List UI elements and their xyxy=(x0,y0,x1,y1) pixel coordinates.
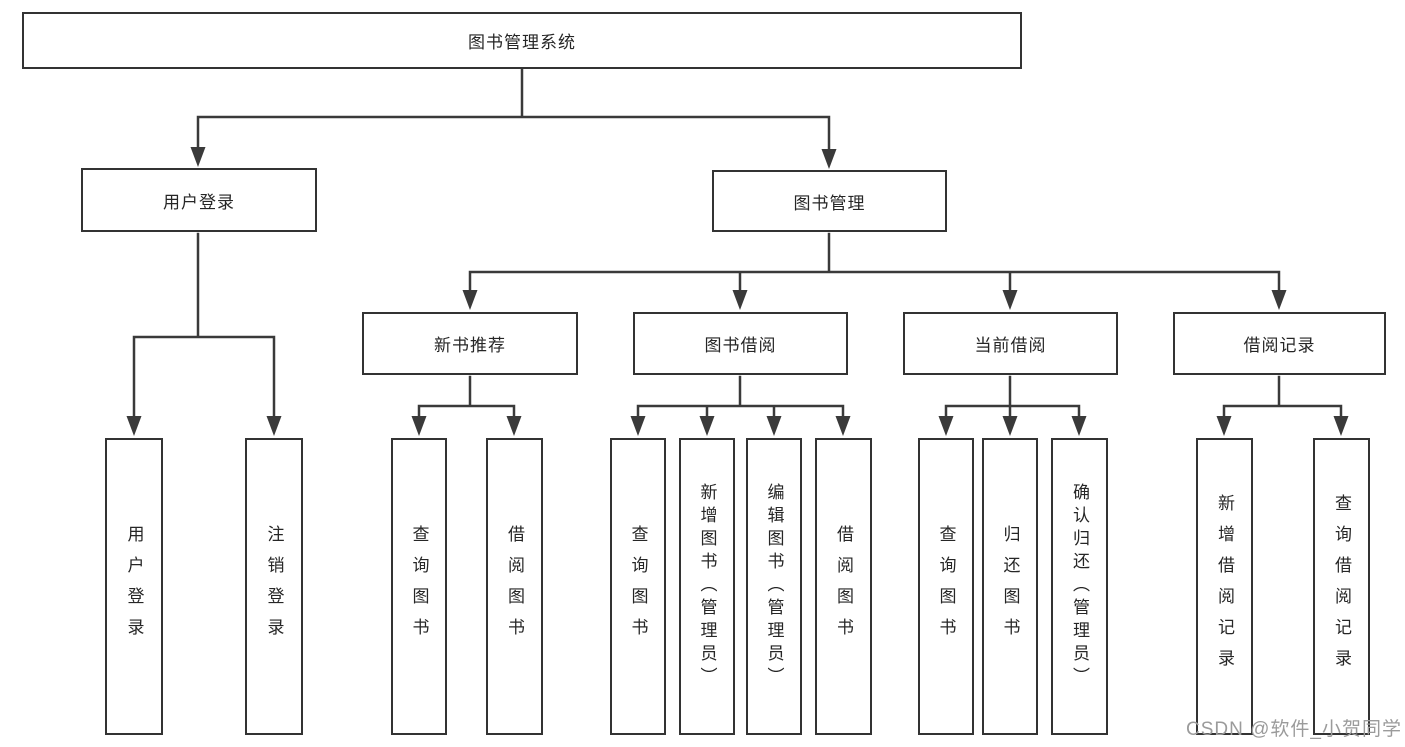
leaf-label: 新增借阅记录 xyxy=(1215,493,1234,680)
node-label: 用户登录 xyxy=(163,192,235,212)
leaf-cb-query-books: 查询图书 xyxy=(918,438,974,735)
leaf-logout: 注销登录 xyxy=(245,438,303,735)
arrowhead-down xyxy=(732,290,748,310)
node-label: 新书推荐 xyxy=(434,336,506,355)
arrowhead-down xyxy=(1271,290,1287,310)
leaf-cb-confirm-return-admin: 确认归还（管理员） xyxy=(1051,438,1108,735)
leaf-label: 新增图书（管理员） xyxy=(697,483,717,690)
leaf-label: 注销登录 xyxy=(264,524,284,649)
node-label: 图书借阅 xyxy=(704,336,777,355)
node-label: 图书管理系统 xyxy=(468,33,576,52)
arrowhead-down xyxy=(506,416,522,436)
leaf-nbr-borrow-books: 借阅图书 xyxy=(486,438,543,735)
leaf-user-login: 用户登录 xyxy=(105,438,163,735)
node-label: 借阅记录 xyxy=(1243,336,1316,355)
arrowhead-down xyxy=(1002,290,1018,310)
connector-user-login-to-leaves xyxy=(132,232,276,420)
leaf-label: 借阅图书 xyxy=(505,524,524,649)
node-new-book-recommendation: 新书推荐 xyxy=(362,312,578,375)
node-label: 图书管理 xyxy=(793,193,866,213)
arrowhead-down xyxy=(190,147,206,167)
arrowhead-down xyxy=(766,416,782,436)
node-label: 当前借阅 xyxy=(974,336,1047,355)
node-current-borrowing: 当前借阅 xyxy=(903,312,1118,375)
arrowhead-down xyxy=(821,149,837,169)
leaf-br-query-record: 查询借阅记录 xyxy=(1313,438,1370,735)
node-book-borrowing: 图书借阅 xyxy=(633,312,848,375)
arrowhead-down xyxy=(126,416,142,436)
connector-current-borrowing-to-leaves xyxy=(944,375,1081,420)
arrowhead-down xyxy=(1002,416,1018,436)
connector-borrowing-records-to-leaves xyxy=(1222,375,1343,420)
leaf-label: 借阅图书 xyxy=(834,524,853,649)
node-user-login: 用户登录 xyxy=(81,168,317,232)
leaf-label: 查询借阅记录 xyxy=(1332,493,1351,680)
arrowhead-down xyxy=(1216,416,1232,436)
leaf-label: 编辑图书（管理员） xyxy=(764,483,784,690)
leaf-label: 确认归还（管理员） xyxy=(1070,483,1089,690)
watermark: CSDN @软件_小贺同学 xyxy=(1186,719,1402,740)
leaf-bb-edit-books-admin: 编辑图书（管理员） xyxy=(746,438,802,735)
leaf-br-add-record: 新增借阅记录 xyxy=(1196,438,1253,735)
connector-root-to-level2 xyxy=(196,67,831,154)
leaf-label: 查询图书 xyxy=(628,524,648,649)
leaf-bb-borrow-books: 借阅图书 xyxy=(815,438,872,735)
connector-book-mgmt-to-level3 xyxy=(468,232,1281,294)
leaf-label: 查询图书 xyxy=(409,524,429,649)
connector-book-borrowing-to-leaves xyxy=(636,375,845,420)
leaf-bb-add-books-admin: 新增图书（管理员） xyxy=(679,438,735,735)
node-book-management: 图书管理 xyxy=(712,170,947,232)
arrowhead-down xyxy=(266,416,282,436)
leaf-label: 归还图书 xyxy=(1000,524,1020,649)
arrowhead-down xyxy=(835,416,851,436)
arrowhead-down xyxy=(1071,416,1087,436)
arrowhead-down xyxy=(462,290,478,310)
leaf-label: 用户登录 xyxy=(124,524,144,649)
arrowhead-down xyxy=(411,416,427,436)
leaf-label: 查询图书 xyxy=(936,524,956,649)
leaf-nbr-query-books: 查询图书 xyxy=(391,438,447,735)
arrowhead-down xyxy=(938,416,954,436)
node-library-management-system: 图书管理系统 xyxy=(22,12,1022,69)
arrowhead-down xyxy=(630,416,646,436)
connector-new-book-rec-to-leaves xyxy=(417,375,516,420)
arrowhead-down xyxy=(699,416,715,436)
node-borrowing-records: 借阅记录 xyxy=(1173,312,1386,375)
leaf-bb-query-books: 查询图书 xyxy=(610,438,666,735)
leaf-cb-return-books: 归还图书 xyxy=(982,438,1038,735)
arrowhead-down xyxy=(1333,416,1349,436)
